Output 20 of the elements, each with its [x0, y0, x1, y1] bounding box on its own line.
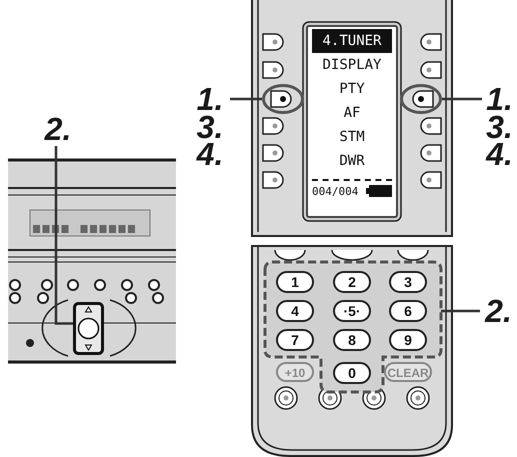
highlighted-button	[262, 84, 304, 114]
leader-line	[441, 310, 480, 312]
leader-line	[54, 146, 73, 325]
menu-item: PTY	[339, 81, 365, 97]
cursor-menu-pad	[73, 302, 104, 355]
menu-item: DWR	[339, 153, 365, 169]
menu-item: STM	[339, 129, 365, 145]
menu-item: DISPLAY	[322, 57, 382, 73]
keypad-key: +10	[276, 362, 314, 382]
page-counter: 004/004	[312, 185, 358, 198]
keypad-key: CLEAR	[384, 362, 432, 382]
display-screen	[306, 25, 398, 218]
callout-number: 2.	[38, 112, 78, 146]
callout-number: 2.	[480, 294, 517, 328]
leader-line	[442, 98, 482, 100]
keypad-outline	[265, 262, 441, 392]
menu-item: AF	[344, 105, 360, 121]
highlighted-menu-item: 4.TUNER	[322, 33, 382, 49]
leader-line	[230, 98, 262, 100]
highlighted-button	[400, 84, 442, 114]
